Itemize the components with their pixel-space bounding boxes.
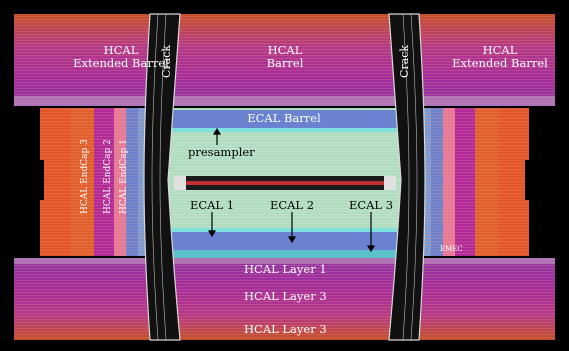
presampler-arrow: [212, 127, 222, 145]
hcal-layer-3-label: HCAL Layer 3: [244, 289, 327, 303]
ecal-1-label: ECAL 1: [189, 198, 235, 212]
label-line: Barrel: [266, 56, 304, 70]
ecal-3-label: ECAL 3: [348, 198, 394, 212]
crack-right-label: Crack: [398, 44, 411, 78]
label-line: HCAL: [267, 43, 303, 57]
ecal-3-arrow: [366, 212, 376, 253]
ecal-barrel-label: ECAL Barrel: [247, 111, 321, 125]
emec-label: EMEC: [440, 245, 463, 253]
beam-pipe: [174, 176, 396, 190]
crack-right: [388, 13, 426, 341]
hcal-endcap-2-label: HCAL EndCap 2: [103, 139, 113, 214]
presampler-label: presampler: [188, 145, 255, 159]
hcal-barrel-label: HCAL Barrel: [240, 44, 330, 70]
hcal-endcap-1-label: HCAL EndCap 1: [119, 139, 129, 214]
hcal-endcap-left: [14, 108, 156, 256]
ecal-2-label: ECAL 2: [269, 198, 315, 212]
hcal-endcap-3-label: HCAL EndCap 3: [80, 139, 90, 214]
hcal-extended-barrel-right-label: HCAL Extended Barrel: [445, 44, 555, 70]
crack-left-label: Crack: [160, 44, 173, 78]
label-line: HCAL: [103, 43, 139, 57]
crack-left: [143, 13, 181, 341]
hcal-bottom: [14, 258, 555, 340]
hcal-layer-1-label: HCAL Layer 1: [244, 262, 327, 276]
hcal-extended-barrel-left-label: HCAL Extended Barrel: [66, 44, 176, 70]
hcal-layer-3-label: HCAL Layer 3: [244, 322, 327, 336]
label-line: Extended Barrel: [73, 56, 169, 70]
label-line: HCAL: [482, 43, 518, 57]
hcal-top: [14, 14, 555, 106]
ecal-1-arrow: [207, 212, 217, 238]
ecal-2-arrow: [287, 212, 297, 244]
label-line: Extended Barrel: [452, 56, 548, 70]
